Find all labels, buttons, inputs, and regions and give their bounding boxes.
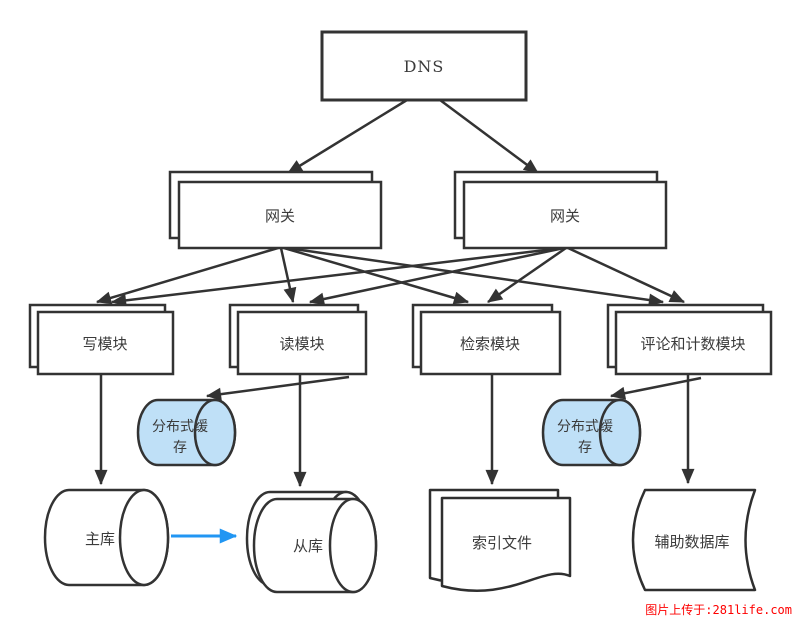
node-write-module: 写模块 xyxy=(28,303,175,376)
node-gateway-right: 网关 xyxy=(453,170,668,250)
edge-gwl-search xyxy=(283,246,470,305)
comment-count-module-front-box xyxy=(614,310,773,376)
gateway-left-front-box xyxy=(177,180,383,250)
comment-count-module-label: 评论和计数模块 xyxy=(640,335,745,353)
cache-right-end xyxy=(598,398,642,467)
slave-db-label: 从库 xyxy=(293,537,323,555)
master-db-label: 主库 xyxy=(85,530,115,548)
edge-gwl-write xyxy=(95,246,279,305)
edge-gwr-search xyxy=(487,246,567,304)
edges xyxy=(94,98,702,544)
node-slave-db: 从库 xyxy=(245,490,378,594)
dns-label: DNS xyxy=(404,57,445,76)
cache-left-end xyxy=(193,398,237,467)
search-module-label: 检索模块 xyxy=(460,335,520,353)
write-module-front-box xyxy=(36,310,175,376)
gateway-right-label: 网关 xyxy=(550,207,580,225)
index-file-front-doc xyxy=(440,496,572,592)
node-read-module: 读模块 xyxy=(228,303,368,376)
cache-right-label-line2: 存 xyxy=(578,440,592,456)
gateway-left-label: 网关 xyxy=(265,207,295,225)
read-module-front-box xyxy=(236,310,368,376)
dns-box xyxy=(320,30,528,102)
node-dns: DNS xyxy=(320,30,528,102)
edge-dns-gateway-right xyxy=(439,98,539,175)
edge-gwl-comment xyxy=(286,246,665,307)
index-file-label: 索引文件 xyxy=(472,534,532,552)
aux-db-label: 辅助数据库 xyxy=(654,533,729,551)
write-module-label: 写模块 xyxy=(82,335,127,353)
cache-right-label-line1: 分布式缓 xyxy=(557,419,613,435)
search-module-front-box xyxy=(419,310,562,376)
node-aux-db: 辅助数据库 xyxy=(631,488,757,592)
watermark-text: 图片上传于:281life.com xyxy=(645,603,792,617)
read-module-label: 读模块 xyxy=(279,335,324,353)
gateway-right-front-box xyxy=(462,180,668,250)
node-distributed-cache-left: 分布式缓 存 xyxy=(136,398,237,467)
cache-left-label-line1: 分布式缓 xyxy=(152,419,208,435)
cache-left-label-line2: 存 xyxy=(173,440,187,456)
aux-db-shape xyxy=(631,488,757,592)
edge-gwr-write xyxy=(110,246,563,307)
edge-gwl-read xyxy=(279,247,297,304)
edge-gwr-read xyxy=(308,246,565,306)
edge-read-cache-left xyxy=(205,375,350,401)
edge-comment-cache-right xyxy=(609,376,702,400)
node-index-file: 索引文件 xyxy=(428,488,572,592)
node-master-db: 主库 xyxy=(43,488,170,587)
node-comment-count-module: 评论和计数模块 xyxy=(606,303,773,376)
master-db-end xyxy=(118,488,170,587)
edge-gwr-comment xyxy=(567,246,685,304)
node-search-module: 检索模块 xyxy=(411,303,562,376)
slave-db-front-end xyxy=(328,497,378,594)
edge-dns-gateway-left xyxy=(287,98,408,175)
node-gateway-left: 网关 xyxy=(168,170,383,250)
node-distributed-cache-right: 分布式缓 存 xyxy=(541,398,642,467)
